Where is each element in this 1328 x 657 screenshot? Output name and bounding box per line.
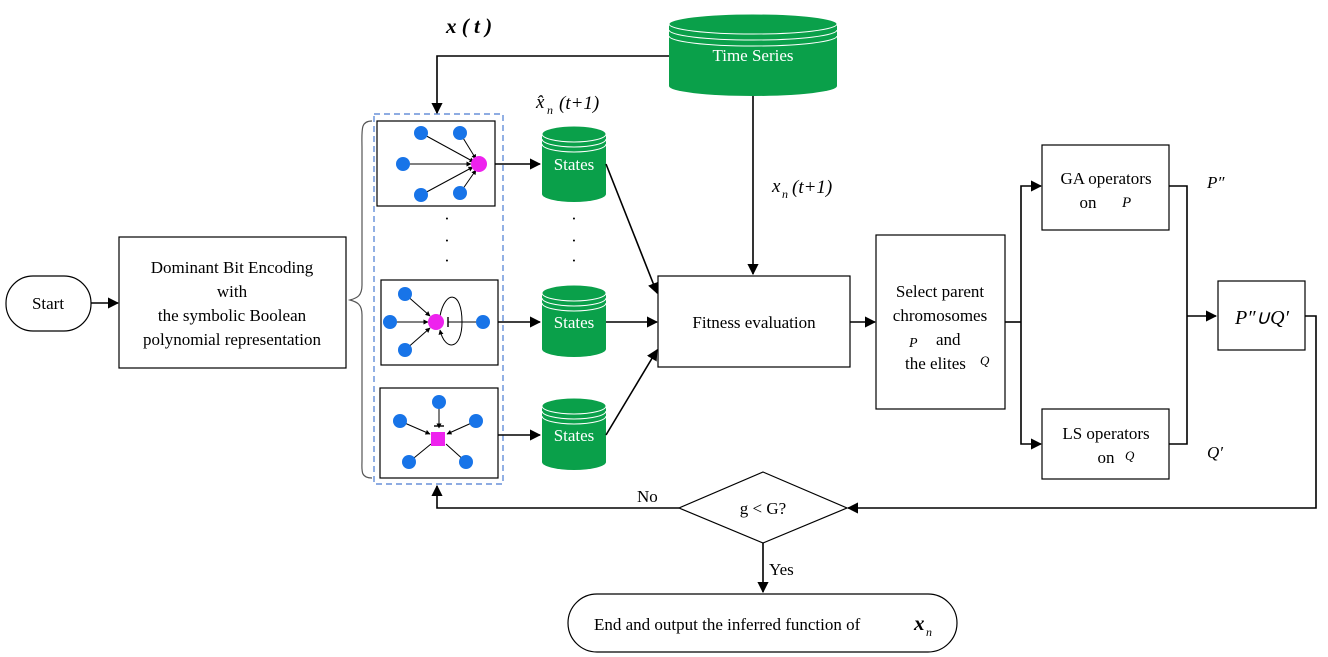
start-label: Start	[32, 294, 64, 313]
svg-text:Q: Q	[1125, 448, 1135, 463]
gene-node	[453, 126, 467, 140]
svg-text:LS operators: LS operators	[1062, 424, 1149, 443]
gene-node	[469, 414, 483, 428]
time-series-cylinder: Time Series	[668, 13, 838, 96]
xhat-label: x̂ n (t+1)	[535, 92, 599, 117]
states-label: States	[554, 426, 595, 445]
ls-operators-box: LS operators on Q	[1041, 408, 1170, 480]
states-label: States	[554, 313, 595, 332]
arrow-union-decision	[846, 315, 1317, 514]
encoding-box: Dominant Bit Encoding with the symbolic …	[118, 236, 347, 369]
gene-node	[453, 186, 467, 200]
ellipsis-dot: ·	[571, 209, 577, 228]
states-cylinder-3: States	[541, 397, 607, 470]
target-gene-node	[428, 314, 444, 330]
network-panel-1	[376, 120, 496, 207]
ellipsis-dot: ·	[444, 251, 450, 270]
arrow-states1-fitness	[605, 163, 659, 295]
ga-merge-line	[1169, 185, 1188, 316]
encoding-line-3: the symbolic Boolean	[158, 306, 307, 325]
gene-node	[459, 455, 473, 469]
end-variable: x	[913, 611, 925, 635]
gene-node	[398, 287, 412, 301]
svg-text:Select parent: Select parent	[896, 282, 985, 301]
union-label: P″∪Q′	[1234, 307, 1290, 329]
gene-node	[432, 395, 446, 409]
gene-node	[383, 315, 397, 329]
gene-node	[414, 188, 428, 202]
states-cylinder-1: States	[541, 125, 607, 202]
svg-text:(t+1): (t+1)	[559, 93, 599, 114]
svg-text:Q: Q	[980, 353, 990, 368]
svg-text:and: and	[936, 330, 961, 349]
ellipsis-dot: ·	[571, 231, 577, 250]
arrow-timeseries-networks	[431, 55, 669, 115]
select-parent-box: Select parent chromosomes P and the elit…	[875, 234, 1006, 410]
encoding-line-4: polynomial representation	[143, 330, 321, 349]
svg-text:on: on	[1098, 448, 1116, 467]
end-label: End and output the inferred function of	[594, 615, 861, 634]
svg-text:x: x	[771, 176, 781, 197]
decision-label: g < G?	[740, 499, 786, 518]
svg-text:the elites: the elites	[905, 354, 966, 373]
no-label: No	[637, 487, 658, 506]
ellipsis-dot: ·	[571, 251, 577, 270]
svg-text:P: P	[908, 336, 918, 351]
fitness-evaluation-box: Fitness evaluation	[657, 275, 851, 368]
time-series-label: Time Series	[712, 46, 793, 65]
gene-node	[402, 455, 416, 469]
ellipsis-dot: ·	[444, 209, 450, 228]
p-double-label: P″	[1206, 173, 1225, 192]
end-variable-sub: n	[926, 625, 932, 639]
xn-label: x n (t+1)	[771, 176, 832, 201]
states-cylinder-2: States	[541, 284, 607, 357]
gene-node	[398, 343, 412, 357]
encoding-line-2: with	[217, 282, 248, 301]
states-label: States	[554, 155, 595, 174]
arrow-select-ga	[1020, 180, 1043, 322]
x-t-label: x ( t )	[445, 14, 492, 38]
ga-operators-box: GA operators on P	[1041, 144, 1170, 231]
ls-merge-line	[1169, 316, 1188, 445]
arrow-states3-fitness	[605, 349, 658, 436]
svg-text:P: P	[1121, 195, 1131, 211]
arrow-no-loop	[431, 484, 679, 509]
union-box: P″∪Q′	[1217, 280, 1306, 351]
gene-node	[414, 126, 428, 140]
q-prime-label: Q′	[1207, 443, 1223, 462]
decision-diamond: g < G?	[677, 471, 849, 544]
arrow-select-ls	[1020, 322, 1043, 450]
gene-node	[476, 315, 490, 329]
svg-text:x̂: x̂	[535, 92, 545, 113]
yes-label: Yes	[769, 560, 794, 579]
svg-text:on: on	[1080, 193, 1098, 212]
encoding-line-1: Dominant Bit Encoding	[151, 258, 314, 277]
start-node: Start	[5, 275, 92, 332]
gene-node	[396, 157, 410, 171]
target-gene-node	[471, 156, 487, 172]
svg-text:n: n	[547, 103, 553, 117]
gene-node	[393, 414, 407, 428]
svg-text:GA operators: GA operators	[1060, 169, 1151, 188]
network-panel-3	[379, 387, 499, 479]
svg-text:(t+1): (t+1)	[792, 177, 832, 198]
svg-text:n: n	[782, 187, 788, 201]
fitness-label: Fitness evaluation	[692, 313, 816, 332]
grouping-brace	[347, 120, 373, 479]
target-gene-node	[431, 432, 445, 446]
ellipsis-dot: ·	[444, 231, 450, 250]
network-panel-2	[380, 279, 499, 366]
svg-text:chromosomes: chromosomes	[893, 306, 987, 325]
end-node: End and output the inferred function of …	[567, 593, 958, 653]
